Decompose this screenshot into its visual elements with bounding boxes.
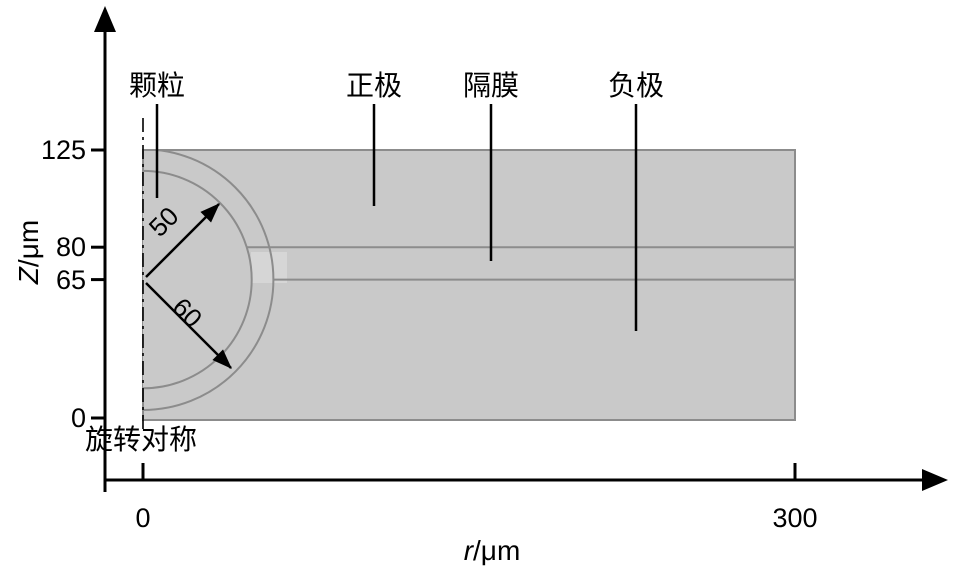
label-particle: 颗粒 xyxy=(129,70,185,101)
particle-inner-circle xyxy=(143,169,253,390)
r-tick-label-0: 0 xyxy=(135,503,150,533)
z-tick-label-80: 80 xyxy=(56,232,86,262)
label-rotational-symmetry: 旋转对称 xyxy=(85,424,197,455)
z-tick-label-125: 125 xyxy=(41,135,86,165)
r-tick-label-300: 300 xyxy=(772,503,817,533)
r-axis-label: r/μm xyxy=(464,535,521,566)
z-axis-label: Z/μm xyxy=(13,220,44,285)
z-axis-var: Z xyxy=(13,266,44,285)
radius-60-arrow xyxy=(145,282,232,369)
separator-highlight-patch xyxy=(251,252,287,283)
z-tick-label-0: 0 xyxy=(71,403,86,433)
r-axis-arrow-icon xyxy=(922,469,948,491)
label-separator: 隔膜 xyxy=(463,70,519,101)
label-positive-electrode: 正极 xyxy=(346,70,402,101)
z-tick-label-65: 65 xyxy=(56,265,86,295)
label-negative-electrode: 负极 xyxy=(608,70,664,101)
r-axis-unit: /μm xyxy=(473,535,520,566)
radius-50-arrow xyxy=(145,203,220,278)
r-axis-var: r xyxy=(464,535,475,566)
z-axis-arrow-icon xyxy=(94,6,116,32)
z-axis-unit: /μm xyxy=(13,220,44,267)
